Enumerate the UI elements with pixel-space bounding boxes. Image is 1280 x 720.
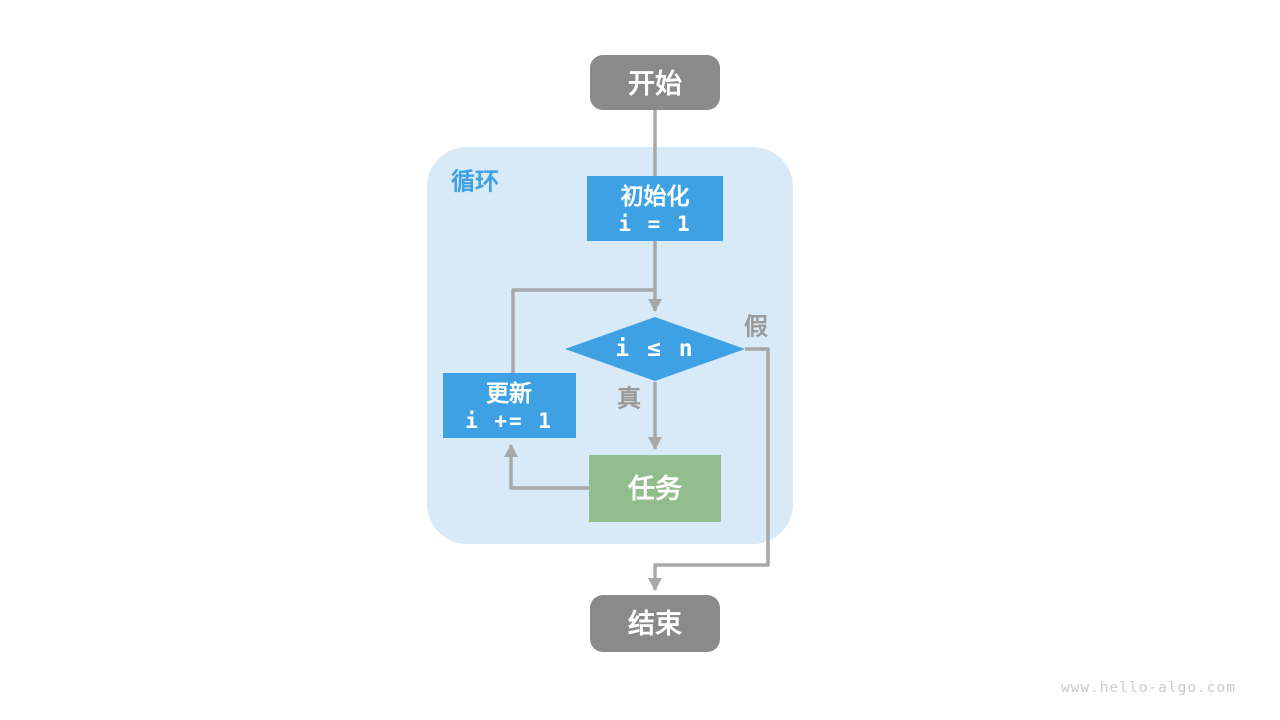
init-node-label: 初始化 [621,183,690,209]
end-node-shape [590,595,720,652]
update-node-label: 更新 [486,380,532,406]
end-node: 结束 [590,595,720,652]
edge-condition-to-end [648,347,770,591]
true-branch-label: 真 [617,385,641,413]
loop-label: 循环 [451,168,499,196]
condition-node: i ≤ n [565,317,745,381]
update-node-shape [443,373,576,438]
init-node: 初始化 i = 1 [587,176,723,241]
edge-update-to-condition [511,288,655,373]
end-node-label: 结束 [628,609,682,639]
init-node-code: i = 1 [618,212,691,236]
init-node-shape [587,176,723,241]
start-node-label: 开始 [628,68,682,99]
start-node-shape [590,55,720,110]
condition-diamond-shape [565,317,745,381]
false-branch-label: 假 [744,314,768,341]
task-node: 任务 [589,455,721,522]
task-node-label: 任务 [627,474,682,504]
watermark: www.hello-algo.com [1061,680,1236,696]
task-node-shape [589,455,721,522]
edge-task-to-update [504,444,589,490]
update-node-code: i += 1 [465,409,553,433]
condition-code: i ≤ n [615,336,694,362]
start-node: 开始 [590,55,720,110]
update-node: 更新 i += 1 [443,373,576,438]
